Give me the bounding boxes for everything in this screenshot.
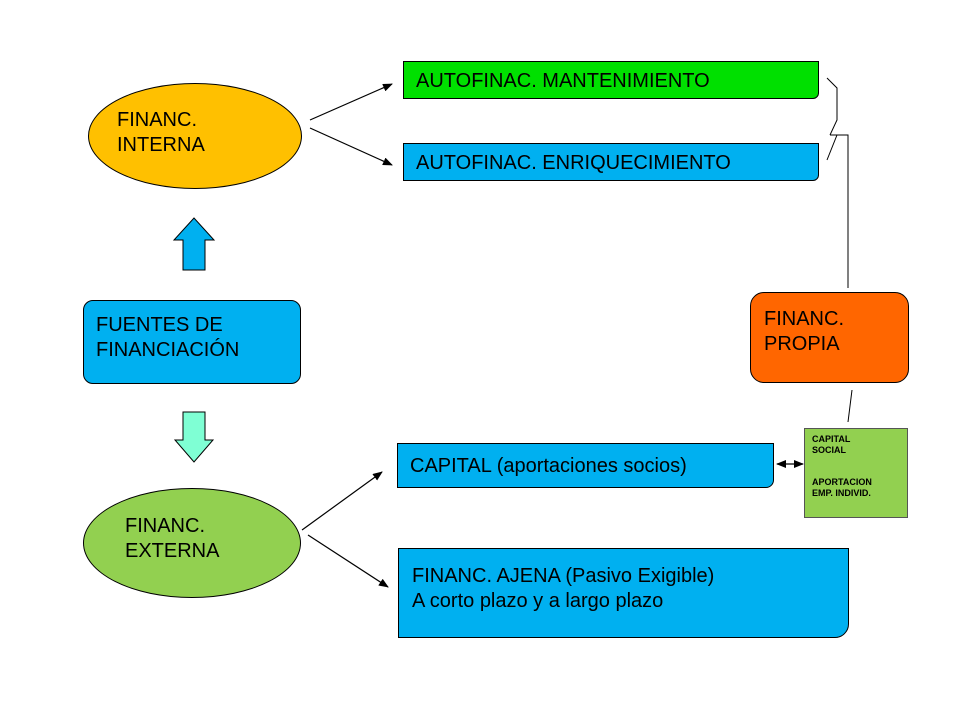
financ-propia-label: FINANC. PROPIA xyxy=(764,308,844,355)
aportacion-label: APORTACION EMP. INDIVID. xyxy=(812,477,872,498)
fuentes-financiacion-node: FUENTES DE FINANCIACIÓN xyxy=(83,300,301,384)
financ-ajena-label: FINANC. AJENA (Pasivo Exigible) A corto … xyxy=(412,565,715,612)
capital-label: CAPITAL (aportaciones socios) xyxy=(410,455,687,477)
up-block-arrow xyxy=(172,217,216,271)
financ-externa-label: FINANC. EXTERNA xyxy=(125,515,220,562)
fuentes-financiacion-label: FUENTES DE FINANCIACIÓN xyxy=(96,314,240,361)
autofinac-enriquecimiento-label: AUTOFINAC. ENRIQUECIMIENTO xyxy=(416,152,731,174)
bracket-link xyxy=(830,134,849,288)
capital-social-label: CAPITAL SOCIAL xyxy=(812,434,851,455)
financ-interna-node xyxy=(88,83,302,189)
financ-interna-label: FINANC. INTERNA xyxy=(117,109,205,156)
down-block-arrow xyxy=(173,411,215,463)
bracket-autofinanciacion xyxy=(826,77,838,161)
financ-ajena-node: FINANC. AJENA (Pasivo Exigible) A corto … xyxy=(398,548,849,638)
autofinac-mantenimiento-node: AUTOFINAC. MANTENIMIENTO xyxy=(403,61,819,99)
capital-social-node: CAPITAL SOCIAL APORTACION EMP. INDIVID. xyxy=(804,428,908,518)
financ-externa-node xyxy=(83,488,301,598)
arrow-interna-to-mantenimiento xyxy=(309,83,393,121)
autofinac-enriquecimiento-node: AUTOFINAC. ENRIQUECIMIENTO xyxy=(403,143,819,181)
capital-node: CAPITAL (aportaciones socios) xyxy=(397,443,774,488)
arrow-externa-to-ajena xyxy=(307,534,389,588)
arrow-interna-to-enriquecimiento xyxy=(309,127,393,166)
autofinac-mantenimiento-label: AUTOFINAC. MANTENIMIENTO xyxy=(416,70,710,92)
line-propia-to-capital-social xyxy=(847,389,853,423)
financ-propia-node: FINANC. PROPIA xyxy=(750,292,909,383)
arrow-externa-to-capital xyxy=(301,471,383,531)
